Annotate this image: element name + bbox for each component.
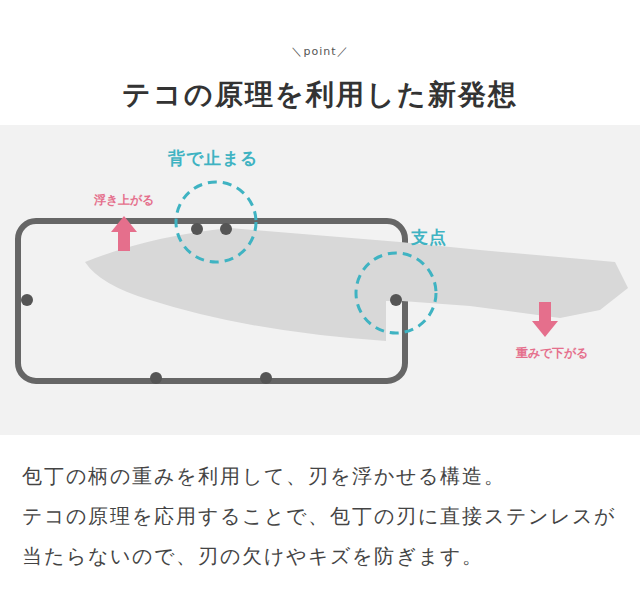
knife (85, 228, 628, 341)
up-arrow (111, 216, 137, 251)
eyebrow-label: ＼point／ (291, 44, 348, 59)
callout-label: 浮き上がる (94, 192, 154, 209)
stand-pins (21, 223, 402, 384)
callout-label: 支点 (411, 226, 447, 249)
dashed-highlight (356, 253, 436, 333)
callout-label: 重みで下がる (516, 345, 588, 362)
body-text: テコの原理を応用することで、包丁の刃に直接ステンレスが当たらないので、刃の欠けや… (22, 496, 622, 576)
down-arrow (532, 302, 558, 337)
dashed-highlight (176, 182, 256, 262)
background-band (0, 125, 640, 435)
callout-label: 背で止まる (168, 147, 258, 170)
heading: テコの原理を利用した新発想 (122, 76, 518, 114)
body-text: 包丁の柄の重みを利用して、刃を浮かせる構造。 (22, 456, 622, 496)
